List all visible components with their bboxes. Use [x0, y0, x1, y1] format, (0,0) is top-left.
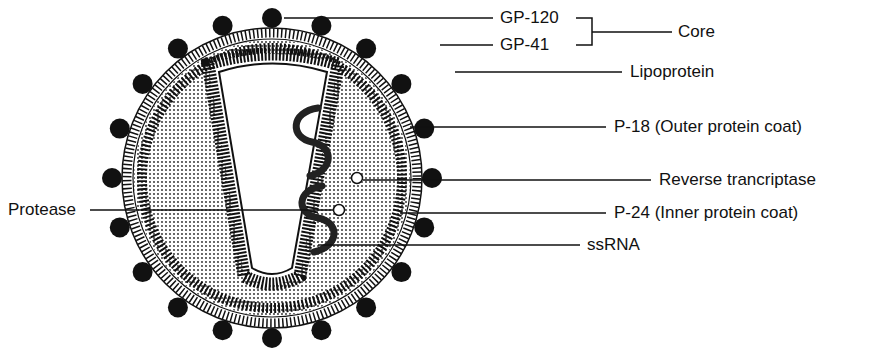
spike: [213, 16, 233, 36]
outer-coat: [142, 48, 402, 308]
spike: [356, 297, 376, 317]
lipid-layer: [127, 33, 417, 323]
spike: [311, 16, 331, 36]
spike: [391, 262, 411, 282]
envelope: [122, 28, 422, 328]
callout-label: P-18 (Outer protein coat): [612, 117, 804, 137]
spike: [133, 74, 153, 94]
spike: [110, 217, 130, 237]
leader-line: [363, 179, 651, 181]
enzyme-dot: [334, 205, 345, 216]
leader-line: [410, 126, 606, 128]
bracket: [576, 18, 672, 45]
callout-label: Core: [676, 22, 717, 42]
spikes: [102, 8, 442, 348]
spike: [102, 168, 122, 188]
spike: [168, 39, 188, 59]
spike: [262, 8, 282, 28]
capsid: [208, 54, 338, 284]
callout-label: ssRNA: [585, 235, 642, 255]
rna-strand: [296, 108, 328, 176]
spike: [110, 119, 130, 139]
callout-label: Protease: [6, 200, 78, 220]
envelope-inner: [133, 39, 411, 317]
spike: [356, 39, 376, 59]
spike: [311, 320, 331, 340]
leader-line: [90, 209, 333, 211]
spike: [133, 262, 153, 282]
leader-lines: [90, 18, 672, 245]
spike: [262, 328, 282, 348]
spike: [391, 74, 411, 94]
leader-line: [284, 17, 493, 19]
enzyme-dot: [352, 173, 363, 184]
spike: [168, 297, 188, 317]
matrix: [134, 40, 410, 316]
leader-line: [318, 244, 580, 246]
spike: [213, 320, 233, 340]
callout-label: Lipoprotein: [628, 62, 716, 82]
rna-strand: [302, 186, 334, 252]
spike: [422, 168, 442, 188]
virion: [102, 8, 442, 348]
leader-line: [440, 44, 493, 46]
callout-label: GP-120: [498, 8, 561, 28]
leader-line: [455, 71, 622, 73]
callout-label: GP-41: [498, 35, 551, 55]
callout-label: Reverse trancriptase: [657, 170, 818, 190]
spike: [414, 217, 434, 237]
spike: [414, 119, 434, 139]
leader-line: [400, 212, 606, 214]
callout-label: P-24 (Inner protein coat): [612, 203, 800, 223]
capsid-inner: [219, 64, 327, 275]
